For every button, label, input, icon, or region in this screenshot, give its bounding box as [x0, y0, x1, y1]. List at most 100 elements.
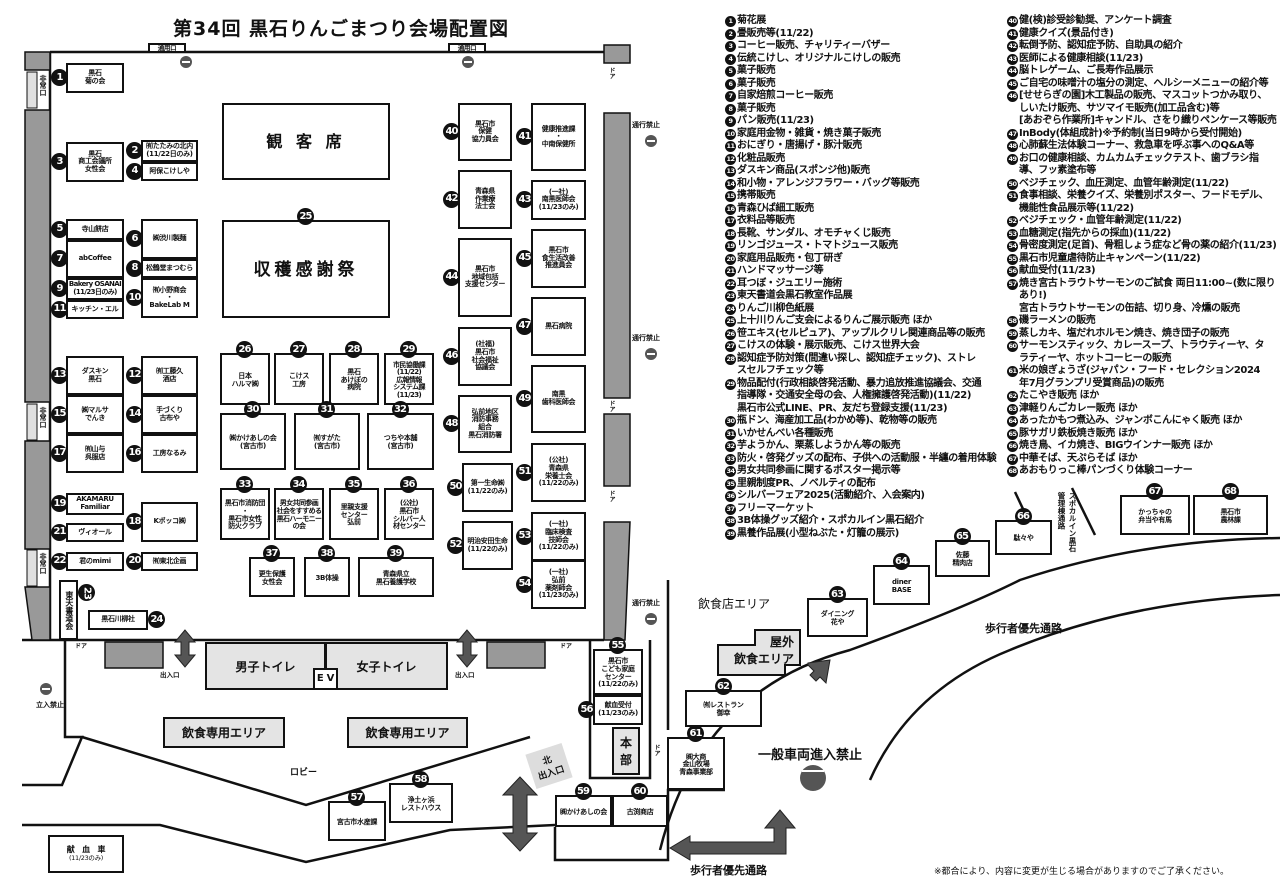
item-text: 菓子販売: [737, 65, 776, 76]
booth-name: 市民協働課 (11/22) 広報情報 システム課 (11/23): [393, 360, 426, 399]
booth-number-badge: 17: [51, 444, 68, 462]
wall-block: [24, 109, 51, 403]
booth-number-badge: 9: [51, 280, 68, 297]
emergency-exit-1[interactable]: 非常口: [39, 75, 47, 96]
booth-name: ㈲たたみの北内 (11/22日のみ): [146, 142, 193, 158]
item-number-badge: 51: [1007, 191, 1018, 202]
service-entrance-2[interactable]: 通用口: [448, 43, 486, 53]
booth-number-badge: 48: [443, 415, 460, 432]
item-number-badge: 24: [725, 303, 736, 315]
exhibit-list-item: 46[せせらぎの園]木工製品の販売、マスコットつかみ取り、 しいたけ販売、サツマ…: [1007, 90, 1280, 128]
booth-name: 手づくり 古布や: [156, 405, 183, 422]
item-number-badge: 39: [725, 528, 736, 540]
booth-name: 日本 ハルマ㈱: [231, 371, 259, 388]
door[interactable]: ドア: [653, 744, 660, 756]
item-number-badge: 37: [725, 503, 736, 515]
emergency-exit-3[interactable]: 非常口: [39, 553, 47, 574]
item-text: 豚サガリ鉄板焼き販売 ほか: [1019, 427, 1138, 439]
booth-number-badge: 39: [387, 545, 404, 562]
booth-number-badge: 6: [126, 230, 143, 247]
item-text: 焼き鳥、イカ焼き、BIGウインナー販売 ほか: [1019, 440, 1213, 451]
outer-wall: [553, 788, 725, 862]
item-text: 衣料品等販売: [737, 215, 795, 226]
spokaruin-path-right: [1070, 487, 1097, 536]
item-number-badge: 13: [725, 166, 736, 177]
entrance-label[interactable]: 出入口: [455, 671, 475, 679]
item-text: 血糖測定(指先からの採血)(11/22): [1019, 227, 1171, 239]
booth-number-badge: 57: [348, 789, 365, 806]
booth-50: 第一生命㈱ (11/22のみ)50: [447, 463, 513, 512]
booth-name: ㈱渋川製麺: [152, 234, 187, 243]
booth-number-badge: 1: [51, 69, 68, 86]
item-text: 瓶ドン、海産加工品(わかめ等)、乾物等の販売: [737, 415, 937, 426]
blood-donation-bus: 献 血 車(11/23のみ): [48, 835, 124, 873]
booth-number-badge: 37: [263, 545, 280, 562]
booth-name: ダスキン 黒石: [81, 366, 109, 383]
item-number-badge: 14: [725, 178, 736, 190]
lobby-label: ロビー: [290, 768, 318, 778]
emergency-exit-2[interactable]: 非常口: [39, 407, 47, 428]
booth-name: 黒石市消防団 ・ 黒石市女性 防火クラブ: [224, 499, 266, 531]
booth-number-badge: 11: [51, 300, 68, 318]
booth-number-badge: 40: [443, 123, 460, 140]
booth-52: 明治安田生命 (11/22のみ)52: [447, 521, 513, 570]
item-number-badge: 5: [725, 66, 736, 77]
item-text: フリーマーケット: [737, 502, 814, 514]
item-text: 心肺蘇生法体験コーナー、救急車を呼ぶ事へのQ&A等: [1019, 140, 1254, 151]
audience-seating: 観 客 席: [222, 103, 390, 180]
booth-name: 駄々や: [1013, 534, 1034, 543]
service-entrance-1[interactable]: 通用口: [148, 43, 186, 53]
door[interactable]: ドア: [560, 643, 573, 650]
door[interactable]: ドア: [75, 643, 88, 650]
booth-number-badge: 58: [412, 771, 429, 788]
outdoor-eating-area: [717, 629, 801, 676]
booth-number-badge: 29: [400, 341, 417, 358]
booth-name: 更生保護 女性会: [258, 569, 286, 586]
booth-number-badge: 51: [516, 463, 533, 481]
eating-area-1: 飲食専用エリア: [163, 717, 285, 748]
booth-name: ㈲すがた (宮古市): [313, 434, 341, 450]
booth-number-badge: 24: [148, 611, 165, 628]
door[interactable]: ドア: [608, 400, 615, 412]
pedestrian-arrow: [669, 809, 797, 861]
booth-number-badge: 60: [631, 783, 648, 800]
entrance-label[interactable]: 出入口: [160, 671, 180, 679]
booth-number-badge: 20: [126, 552, 143, 570]
booth-name: 寺山餅店: [81, 224, 109, 233]
item-number-badge: 31: [725, 428, 736, 440]
north-entrance-arrow: [501, 776, 539, 852]
booth-name: 君のmimi: [79, 556, 111, 565]
item-text: たこやき販売 ほか: [1019, 390, 1099, 401]
booth-name: 健康推進課 ・ 中南保健所: [541, 124, 576, 148]
exit-marker: [26, 403, 38, 441]
booth-name: ㈲山与 呉服店: [84, 444, 106, 461]
booth-number-badge: 22: [51, 552, 68, 570]
item-number-badge: 27: [725, 341, 736, 352]
item-text: 物品配付(行政相談啓発活動、暴力追放推進協議会、交通 指導隊・交通安全母の会、人…: [737, 377, 982, 414]
door[interactable]: ドア: [608, 67, 615, 79]
door[interactable]: ドア: [608, 490, 615, 502]
item-text: あおもりっこ棒パンづくり体験コーナー: [1019, 465, 1193, 476]
